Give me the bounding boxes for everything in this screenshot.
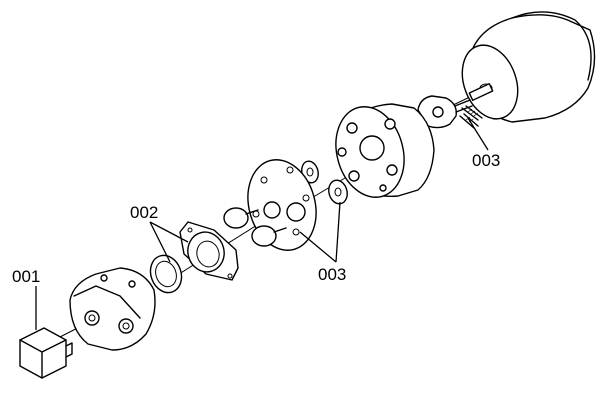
callout-003-lower: 003 <box>318 265 346 284</box>
leader-003-upper <box>467 117 489 151</box>
leader-002-left <box>149 221 171 263</box>
screw-set-upper <box>459 105 483 129</box>
leader-002-right <box>149 221 189 243</box>
pump-body <box>335 103 435 198</box>
leader-003-lower-b <box>335 201 341 263</box>
diaphragm-cover <box>179 221 239 281</box>
motor-housing <box>461 11 596 123</box>
connector-block <box>19 327 73 379</box>
pump-head <box>69 267 156 351</box>
callout-002: 002 <box>130 203 158 222</box>
o-ring <box>149 254 183 294</box>
callout-003-upper: 003 <box>472 151 500 170</box>
valve-caps <box>223 207 287 247</box>
leader-003-lower-a <box>299 231 337 263</box>
callout-001: 001 <box>12 267 40 286</box>
flange-plate <box>417 95 473 129</box>
